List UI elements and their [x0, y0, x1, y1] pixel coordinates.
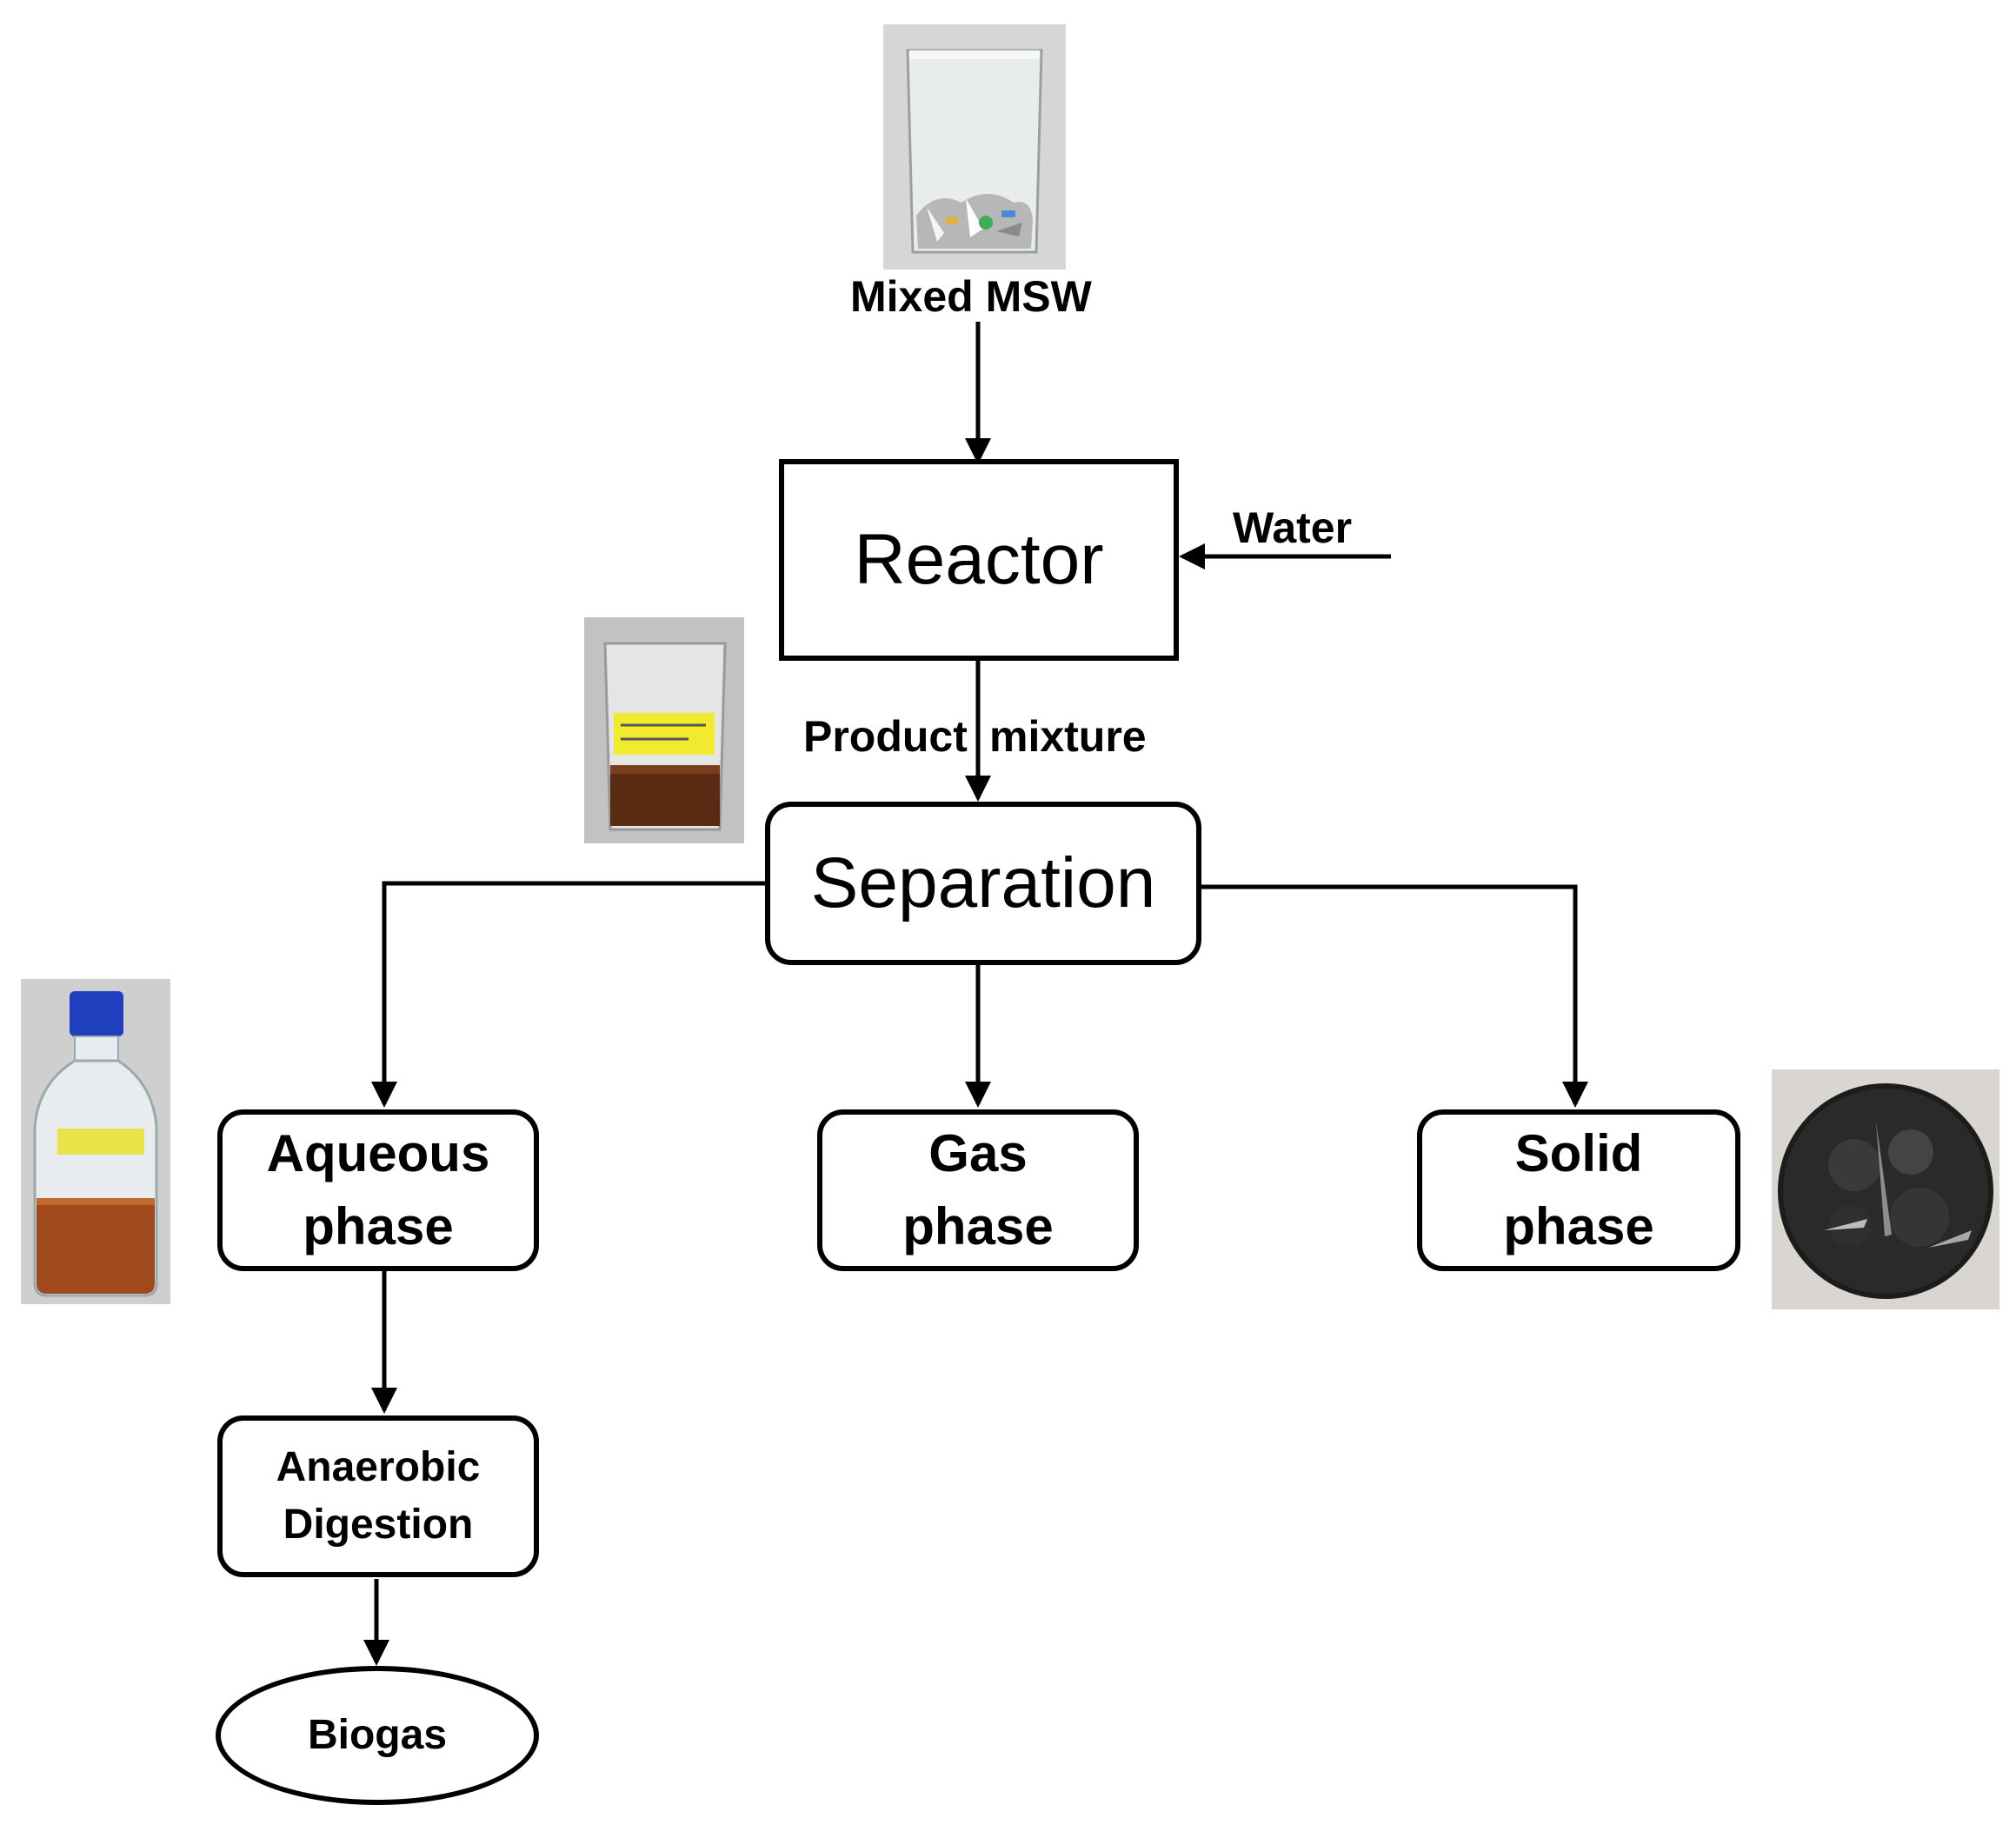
biogas-label: Biogas	[307, 1712, 448, 1758]
separation-label: Separation	[810, 843, 1156, 922]
solid-phase-line1: Solid	[1514, 1124, 1643, 1182]
aqueous-bottle-photo	[21, 979, 170, 1304]
product-label: Product	[803, 712, 968, 761]
mixture-label: mixture	[989, 712, 1147, 761]
reactor-box: Reactor	[779, 459, 1179, 661]
reactor-label: Reactor	[854, 520, 1104, 599]
mixed-msw-label: Mixed MSW	[850, 272, 1092, 321]
digestion-line1: Anaerobic	[276, 1444, 481, 1490]
msw-beaker-photo	[883, 24, 1066, 270]
arrow-separation-to-solid	[1200, 884, 1588, 1109]
solid-phase-line2: phase	[1503, 1197, 1654, 1256]
aqueous-phase-line1: Aqueous	[266, 1124, 490, 1182]
product-mixture-photo	[584, 617, 744, 843]
separation-box: Separation	[765, 802, 1201, 965]
anaerobic-digestion-box: Anaerobic Digestion	[217, 1415, 539, 1577]
digestion-line2: Digestion	[283, 1502, 474, 1548]
arrow-separation-to-aqueous	[371, 881, 765, 1109]
gas-phase-line1: Gas	[928, 1124, 1028, 1182]
aqueous-phase-line2: phase	[303, 1197, 454, 1256]
biogas-oval: Biogas	[216, 1666, 539, 1805]
gas-phase-line2: phase	[902, 1197, 1054, 1256]
aqueous-phase-box: Aqueous phase	[217, 1109, 539, 1271]
water-label: Water	[1233, 503, 1353, 552]
gas-phase-box: Gas phase	[817, 1109, 1139, 1271]
solid-phase-box: Solid phase	[1417, 1109, 1740, 1271]
solid-char-photo	[1772, 1069, 1999, 1309]
